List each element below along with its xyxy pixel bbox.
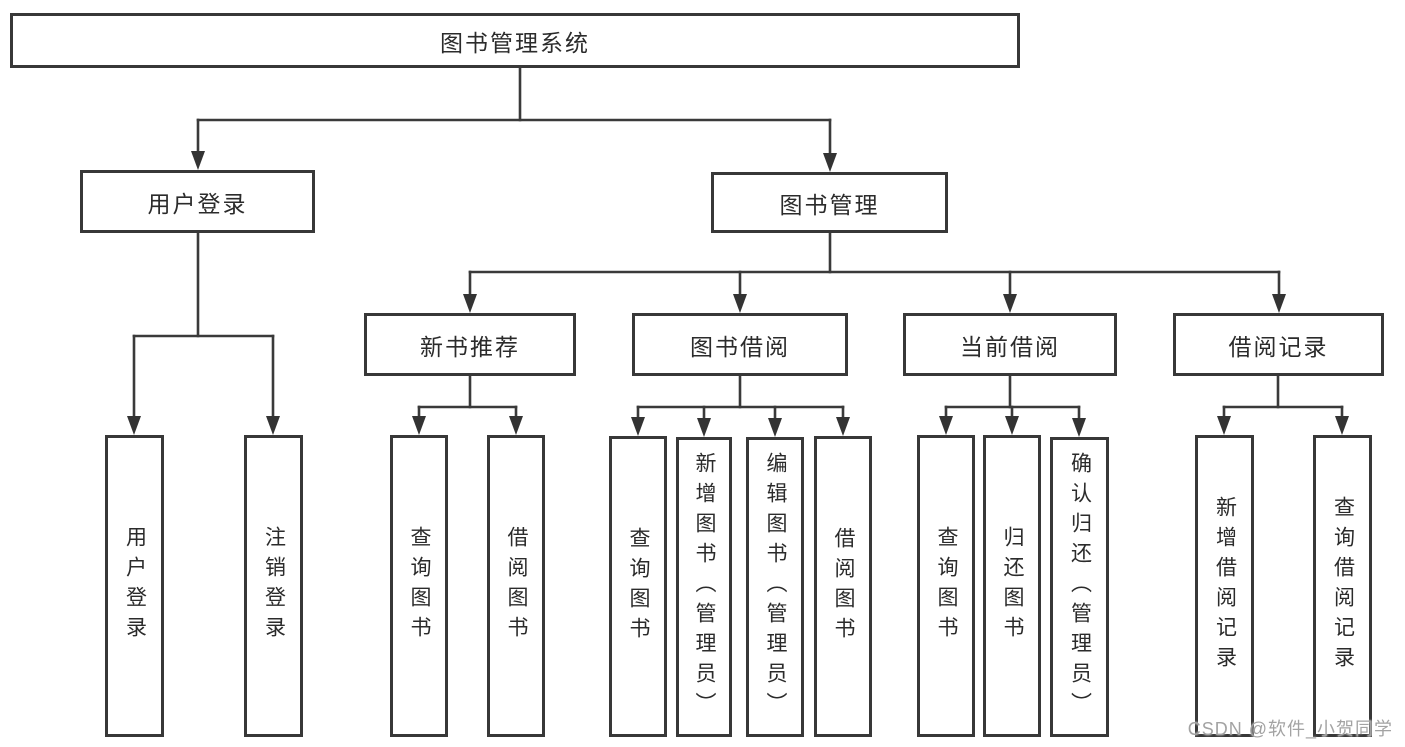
- leaf-add-borrow-record: 新增借阅记录: [1195, 435, 1254, 737]
- leaf-add-book-admin: 新增图书（管理员）: [676, 437, 732, 737]
- leaf-borrow-books-recommend: 借阅图书: [487, 435, 545, 737]
- leaf-query-books-current: 查询图书: [917, 435, 975, 737]
- node-book-borrowing: 图书借阅: [632, 313, 848, 376]
- leaf-borrow-books-borrowing: 借阅图书: [814, 436, 872, 737]
- leaf-query-borrow-record: 查询借阅记录: [1313, 435, 1372, 737]
- leaf-query-books-borrowing: 查询图书: [609, 436, 667, 737]
- leaf-confirm-return-admin: 确认归还（管理员）: [1050, 437, 1109, 737]
- leaf-query-books-recommend: 查询图书: [390, 435, 448, 737]
- csdn-watermark: CSDN @软件_小贺同学: [1187, 719, 1393, 739]
- node-borrowing-records: 借阅记录: [1173, 313, 1384, 376]
- leaf-user-login: 用户登录: [105, 435, 164, 737]
- leaf-logout: 注销登录: [244, 435, 303, 737]
- node-user-login: 用户登录: [80, 170, 315, 233]
- node-library-system: 图书管理系统: [10, 13, 1020, 68]
- leaf-return-books: 归还图书: [983, 435, 1041, 737]
- node-book-management: 图书管理: [711, 172, 948, 233]
- node-new-book-recommend: 新书推荐: [364, 313, 576, 376]
- leaf-edit-book-admin: 编辑图书（管理员）: [746, 437, 804, 737]
- node-current-borrowing: 当前借阅: [903, 313, 1117, 376]
